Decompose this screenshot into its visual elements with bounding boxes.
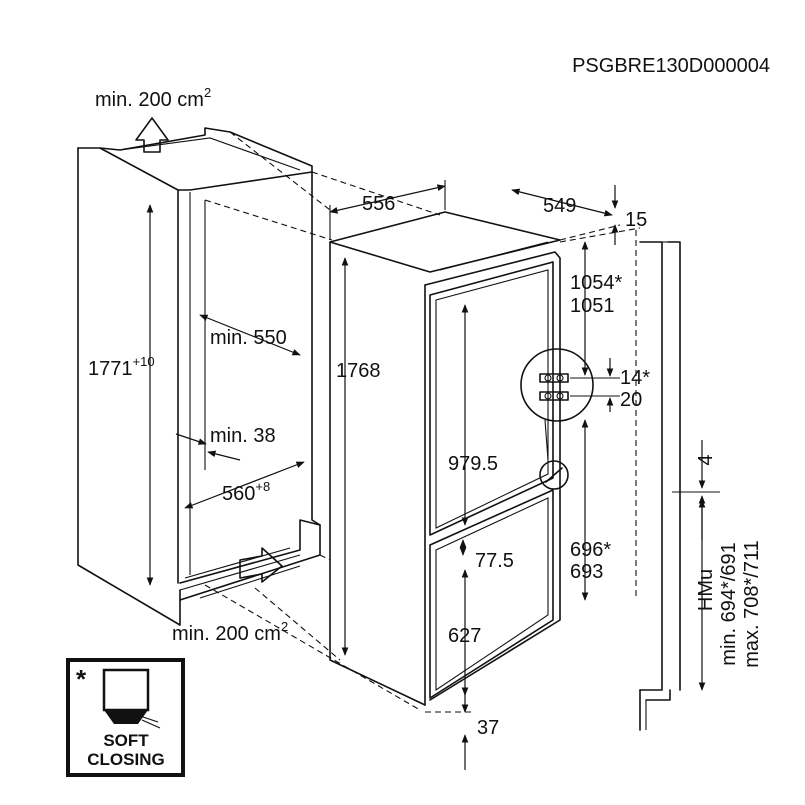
appliance-bottom-gap: 37: [477, 717, 499, 739]
hinge-offset-1: 14*: [620, 367, 650, 389]
niche-cabinet: [77, 127, 321, 626]
upper-hinge-height-1: 1054*: [570, 272, 622, 294]
niche-height: 1771+10: [88, 354, 155, 380]
soft-closing-line1: SOFT: [103, 731, 149, 750]
hmu-max: max. 708*/711: [741, 540, 763, 668]
appliance-depth: 549: [543, 195, 576, 217]
appliance-body: [329, 211, 561, 706]
bottom-vent-arrow: [239, 547, 283, 583]
niche-depth: min. 550: [210, 327, 287, 349]
side-panel-gap: 4: [695, 454, 717, 465]
hmu-min: min. 694*/691: [718, 542, 740, 665]
soft-closing-line2: CLOSING: [87, 750, 164, 769]
door-gap: 77.5: [475, 550, 514, 572]
soft-closing-asterisk: *: [76, 664, 87, 694]
soft-close-motion-icon: [104, 710, 148, 724]
top-vent-arrow: [135, 117, 169, 153]
product-code: PSGBRE130D000004: [572, 55, 770, 77]
lower-hinge-height-1: 696*: [570, 539, 611, 561]
lower-hinge-height-2: 693: [570, 561, 603, 583]
upper-door-height: 979.5: [448, 453, 498, 475]
soft-closing-badge: [66, 658, 185, 777]
appliance-width: 556: [362, 193, 395, 215]
appliance-top-gap: 15: [625, 209, 647, 231]
top-vent-label: min. 200 cm2: [95, 85, 211, 111]
door-icon: [102, 668, 150, 712]
bottom-vent-label: min. 200 cm2: [172, 619, 288, 645]
hinge-detail: [520, 348, 620, 490]
appliance-height: 1768: [336, 360, 381, 382]
side-panel: [639, 241, 681, 731]
upper-hinge-height-2: 1051: [570, 295, 615, 317]
hinge-offset-2: 20: [620, 389, 642, 411]
hmu-label: HMu: [695, 569, 717, 611]
niche-gap: min. 38: [210, 425, 276, 447]
niche-width: 560+8: [222, 479, 270, 505]
lower-door-height: 627: [448, 625, 481, 647]
